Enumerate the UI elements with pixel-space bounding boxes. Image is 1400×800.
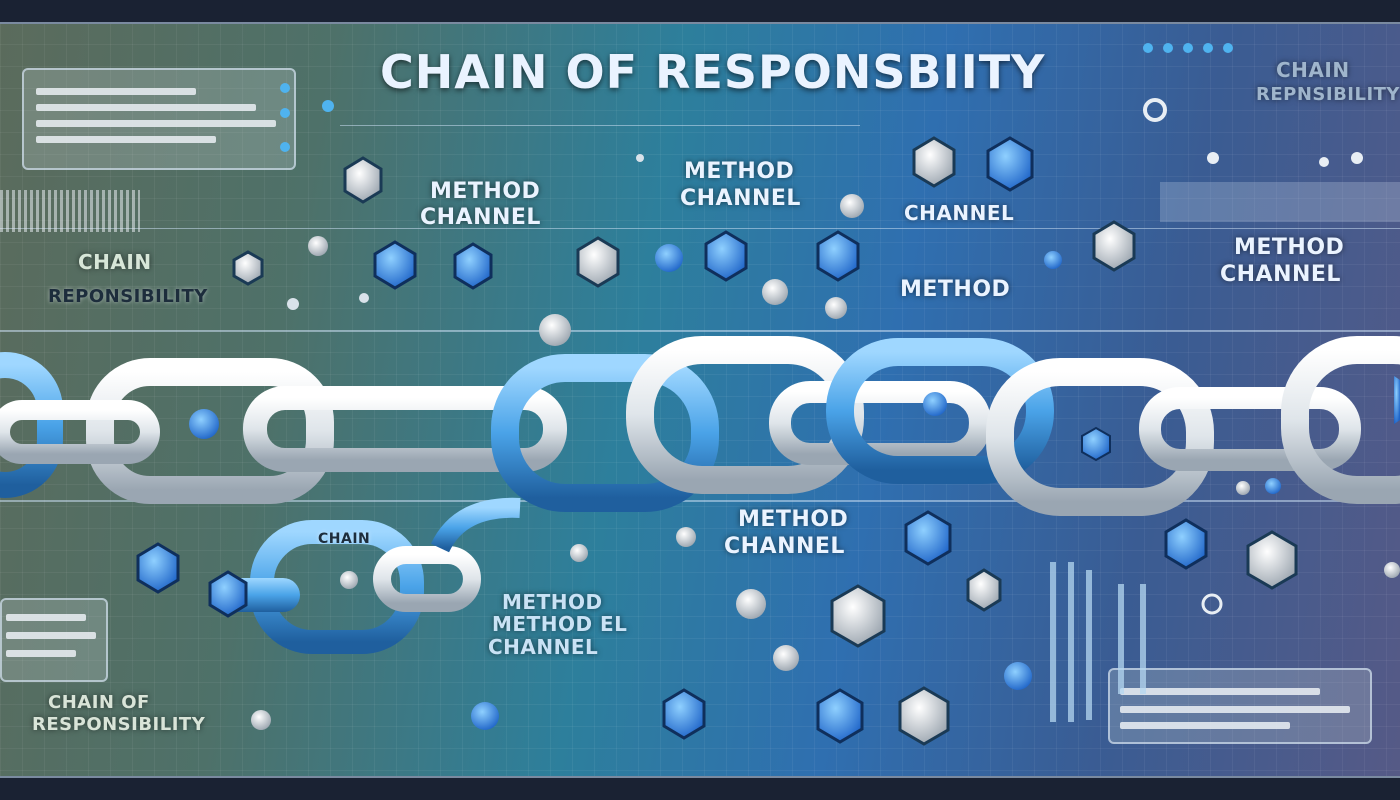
label-method-channel-mid-b: CHANNEL — [724, 534, 845, 559]
data-stripe — [1118, 584, 1124, 694]
label-method-channel-1b: CHANNEL — [420, 205, 541, 230]
label-left-line1: CHAIN — [78, 250, 152, 274]
data-stripe — [1050, 562, 1056, 722]
panel-bar — [36, 136, 216, 143]
small-chain — [210, 497, 521, 654]
panel-bar — [1120, 706, 1350, 713]
bottom-frame-bar — [0, 776, 1400, 800]
label-left-line2: REPONSIBILITY — [48, 286, 208, 307]
label-bottom-left-a: CHAIN OF — [48, 692, 150, 713]
node-dots — [189, 43, 1400, 730]
label-bottom-left-b: RESPONSIBILITY — [32, 714, 206, 735]
page-title: CHAIN OF RESPONSBIITY — [380, 45, 1046, 99]
panel-bar — [36, 120, 276, 127]
hex-gems — [136, 136, 1400, 746]
circuit-line — [1160, 182, 1400, 222]
panel-bar — [36, 88, 196, 95]
bottom-left-panel — [0, 598, 108, 682]
top-frame-bar — [0, 0, 1400, 24]
label-method-right-mid: METHOD — [900, 277, 1011, 302]
panel-bar — [6, 632, 96, 639]
circuit-line — [340, 125, 860, 126]
label-method-el-channel-a: METHOD — [502, 590, 603, 614]
panel-bar — [1120, 688, 1320, 695]
label-top-right-line1: CHAIN — [1276, 58, 1350, 82]
panel-bar — [36, 104, 256, 111]
circuit-line — [0, 228, 1400, 229]
data-stripe — [1068, 562, 1074, 722]
panel-bar — [6, 614, 86, 621]
data-stripe — [1140, 584, 1146, 694]
label-method-channel-2b: CHANNEL — [680, 186, 801, 211]
panel-bar — [6, 650, 76, 657]
label-method-channel-right-b: CHANNEL — [1220, 262, 1341, 287]
label-method-channel-right-a: METHOD — [1234, 235, 1345, 260]
label-method-channel-2a: METHOD — [684, 159, 795, 184]
label-method-channel-1a: METHOD — [430, 179, 541, 204]
circuit-line — [0, 330, 1400, 332]
label-method-el-channel-c: CHANNEL — [488, 635, 599, 659]
label-top-right-line2: REPNSIBILITY — [1256, 84, 1400, 105]
data-stripe — [1086, 570, 1092, 720]
label-method-channel-mid-a: METHOD — [738, 507, 849, 532]
panel-bar — [1120, 722, 1290, 729]
label-chain-link: CHAIN — [318, 531, 371, 547]
label-method-el-channel-b: METHOD EL — [492, 612, 628, 636]
top-left-panel — [22, 68, 296, 170]
main-chain — [0, 336, 1400, 516]
label-channel-top: CHANNEL — [904, 201, 1015, 225]
circuit-line — [0, 500, 1400, 502]
circuit-line — [0, 190, 140, 232]
